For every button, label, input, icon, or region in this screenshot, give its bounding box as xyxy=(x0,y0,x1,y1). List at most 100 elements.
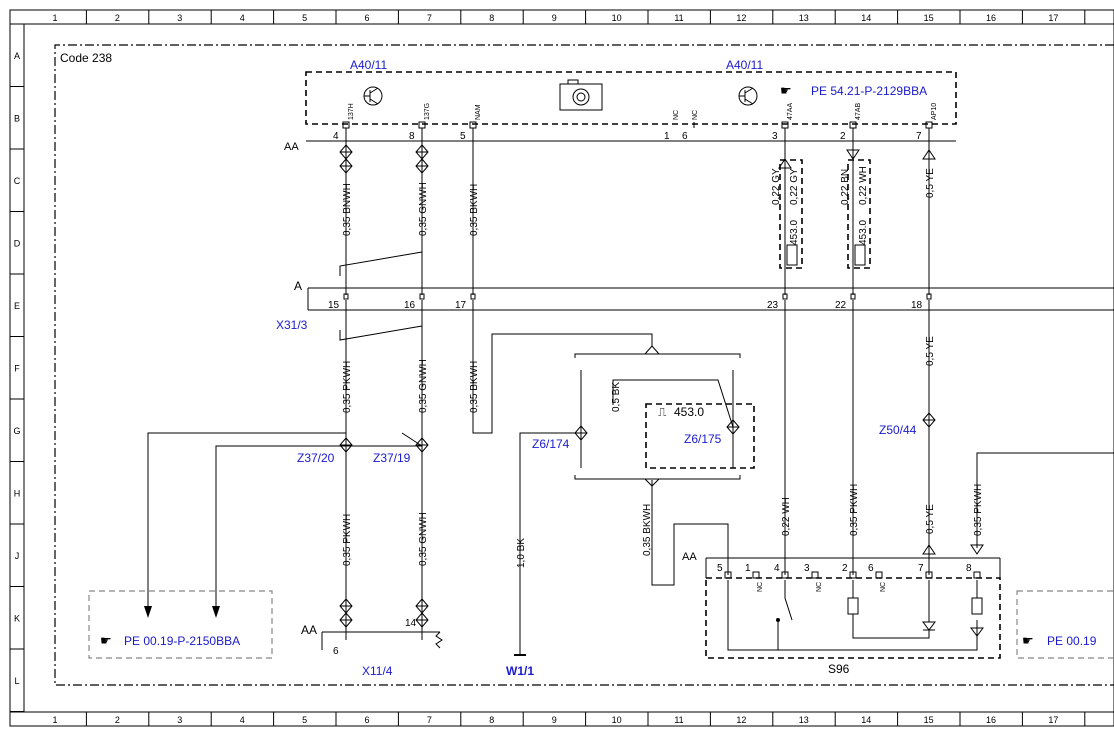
camera-icon xyxy=(559,79,603,111)
ref-right: PE 00.19 xyxy=(1047,634,1097,648)
s96-pin: 7 xyxy=(918,563,924,574)
x31-pin: 16 xyxy=(404,300,416,311)
row-label: B xyxy=(14,114,20,124)
wire-label: 0,35 PKWH xyxy=(342,514,353,566)
pin-number: 8 xyxy=(409,131,415,142)
col-label: 13 xyxy=(799,715,809,725)
pin-name: NC xyxy=(880,582,887,592)
pin-number: 4 xyxy=(333,131,339,142)
arrow-up-icon xyxy=(922,149,936,160)
col-label: 8 xyxy=(489,715,494,725)
col-label: 17 xyxy=(1048,13,1058,23)
col-label: 16 xyxy=(986,13,996,23)
row-label: C xyxy=(14,176,21,186)
s96-pin: 5 xyxy=(717,563,723,574)
col-label: 10 xyxy=(612,13,622,23)
wire-label: 0,35 BKWH xyxy=(469,361,480,413)
wire-label: 0,35 PKWH xyxy=(973,484,984,536)
connector-icon xyxy=(339,144,936,628)
s96-pin: 4 xyxy=(774,563,780,574)
pin-number: 2 xyxy=(840,131,846,142)
wire-label: 0,22 GY xyxy=(771,168,782,205)
pin-number: 5 xyxy=(460,131,466,142)
col-label: 9 xyxy=(552,13,557,23)
wires-upper xyxy=(339,128,930,341)
col-label: 13 xyxy=(799,13,809,23)
wire-label: 1,0 BK xyxy=(516,538,527,568)
wire-label: 0,5 YE xyxy=(925,168,936,198)
resistor-icon xyxy=(971,597,983,615)
ref-box-left: ☛ PE 00.19-P-2150BBA xyxy=(88,590,273,659)
col-label: 9 xyxy=(552,715,557,725)
col-label: 12 xyxy=(736,715,746,725)
x31-letter: A xyxy=(294,279,302,293)
a40-label-left: A40/11 xyxy=(350,58,387,72)
x11-pin-14: 14 xyxy=(405,618,417,629)
row-label: G xyxy=(13,426,20,436)
pin-number: 3 xyxy=(772,131,778,142)
ref-left: PE 00.19-P-2150BBA xyxy=(124,634,240,648)
row-label: D xyxy=(14,239,21,249)
transistor-icon xyxy=(363,86,383,106)
code-boundary xyxy=(54,44,1114,686)
col-label: 15 xyxy=(924,13,934,23)
wire-label: 0,35 BKWH xyxy=(469,184,480,236)
z37-20-label: Z37/20 xyxy=(297,451,335,465)
frame: 1122334455667788991010111112121313141415… xyxy=(9,9,1114,727)
ref-box-right: ☛ PE 00.19 xyxy=(1016,590,1114,659)
col-label: 8 xyxy=(489,13,494,23)
col-label: 6 xyxy=(364,715,369,725)
s96-pin: 3 xyxy=(804,563,810,574)
arrow-up-icon xyxy=(778,158,792,169)
z6-174-label: Z6/174 xyxy=(532,437,570,451)
row-label: K xyxy=(14,614,20,624)
row-label: F xyxy=(14,364,20,374)
pin-number: 1 xyxy=(664,131,670,142)
pin-name: 47AB xyxy=(855,103,862,120)
col-label: 4 xyxy=(240,13,245,23)
col-label: 14 xyxy=(861,13,871,23)
box-453: 453.0 xyxy=(674,405,704,419)
row-label: A xyxy=(14,51,20,61)
pin-name: NC xyxy=(673,110,680,120)
x11-connector: AA 6 14 X11/4 xyxy=(301,618,443,678)
x11-pin-6: 6 xyxy=(333,646,339,657)
col-label: 7 xyxy=(427,13,432,23)
pin-name: NC xyxy=(757,582,764,592)
hand-pointer-icon: ☛ xyxy=(780,83,792,98)
s96-pin: 1 xyxy=(745,563,751,574)
col-label: 3 xyxy=(177,13,182,23)
wire-label: 0,22 BN xyxy=(840,169,851,205)
w1-label: W1/1 xyxy=(506,664,534,678)
x31-pin: 18 xyxy=(911,300,923,311)
wire-label: 0,35 BKWH xyxy=(642,504,653,556)
arrow-down-icon xyxy=(846,149,860,160)
pin-number: 6 xyxy=(682,131,688,142)
x31-pin: 23 xyxy=(767,300,779,311)
col-label: 15 xyxy=(924,715,934,725)
col-label: 1 xyxy=(52,13,57,23)
pin-name: 47AA xyxy=(787,103,794,120)
z37-19-label: Z37/19 xyxy=(373,451,411,465)
z50-label: Z50/44 xyxy=(879,423,917,437)
pin-name: NC xyxy=(816,582,823,592)
z6-bracket: ⎍ 453.0 xyxy=(574,345,755,487)
hand-pointer-icon: ☛ xyxy=(1022,633,1034,648)
wire-label: 453.0 xyxy=(858,220,869,245)
col-label: 3 xyxy=(177,715,182,725)
col-label: 17 xyxy=(1048,715,1058,725)
wire-label: 0,5 BK xyxy=(611,382,622,412)
col-label: 14 xyxy=(861,715,871,725)
s96-pin: 6 xyxy=(868,563,874,574)
wire-label: 0,35 GNWH xyxy=(418,512,429,566)
connector-icon: ⎍ xyxy=(658,405,667,419)
col-label: 2 xyxy=(115,13,120,23)
row-label: J xyxy=(15,551,20,561)
x31-label: X31/3 xyxy=(276,318,308,332)
wire-label: 453.0 xyxy=(789,220,800,245)
hand-pointer-icon: ☛ xyxy=(100,633,112,648)
col-label: 7 xyxy=(427,715,432,725)
x11-label: X11/4 xyxy=(362,664,393,678)
